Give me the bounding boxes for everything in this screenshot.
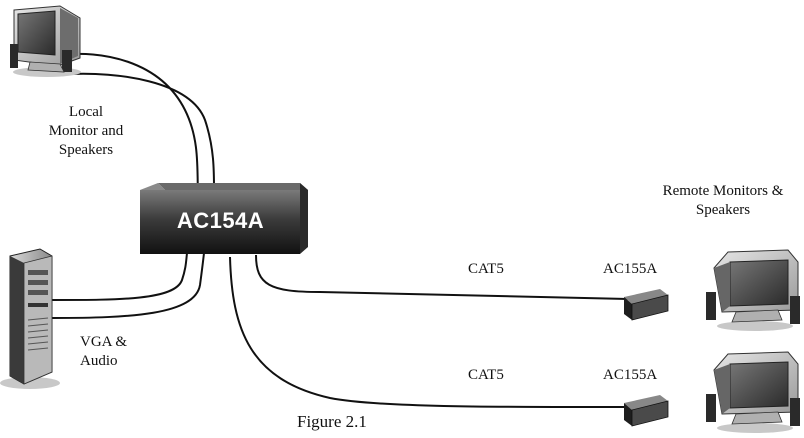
receiver-label-1: AC155A — [603, 261, 658, 277]
computer-tower-icon — [0, 248, 60, 389]
receiver-icon-2 — [624, 395, 669, 427]
local-monitor-cables — [59, 52, 216, 201]
cat5-cables — [229, 254, 629, 409]
local-label-line-2: Monitor and — [48, 123, 124, 139]
cable-label-2: CAT5 — [468, 367, 504, 383]
hub-label: AC154A — [176, 208, 265, 233]
vga-audio-label: VGA & Audio — [80, 333, 127, 371]
figure-caption: Figure 2.1 — [297, 412, 367, 431]
remote-monitor-icon-1 — [706, 249, 800, 331]
receiver-label-2: AC155A — [603, 367, 658, 383]
remote-monitor-icon-2 — [706, 351, 800, 433]
receiver-icon-1 — [624, 289, 669, 321]
source-label-line-2: Audio — [80, 353, 118, 369]
cable-label-1: CAT5 — [468, 261, 504, 277]
remote-label-line-2: Speakers — [695, 202, 751, 218]
remote-monitors-label: Remote Monitors & Speakers — [648, 182, 798, 220]
local-monitor-icon — [10, 5, 81, 77]
local-label-line-1: Local — [68, 104, 104, 120]
hub-box — [140, 183, 308, 254]
local-label-line-3: Speakers — [58, 142, 114, 158]
source-label-line-1: VGA & — [80, 334, 128, 350]
remote-label-line-1: Remote Monitors & — [662, 183, 784, 199]
source-cables — [51, 252, 205, 319]
local-monitor-label: Local Monitor and Speakers — [42, 103, 130, 160]
